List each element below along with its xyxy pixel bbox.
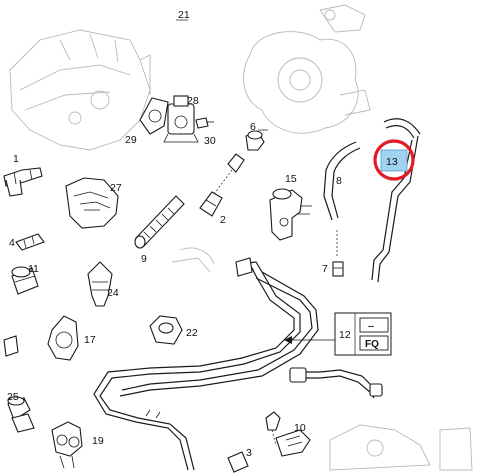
part-1-union — [3, 167, 43, 197]
part-15-connector — [269, 188, 312, 241]
callout-12: 12 — [339, 329, 351, 341]
part-3-fitting — [227, 451, 249, 473]
callout-30: 30 — [204, 135, 216, 147]
part-7-fitting — [332, 230, 344, 277]
bracket-outline — [329, 424, 473, 471]
engine-block-outline — [9, 29, 151, 151]
callout-1: 1 — [13, 153, 19, 165]
highlight-circle — [373, 139, 415, 181]
part-13-badge — [380, 149, 408, 172]
pump-housing-outline — [243, 4, 371, 134]
part-13-highlight: 13 — [373, 139, 415, 181]
part-28-bracket — [163, 95, 199, 143]
callout-27: 27 — [110, 182, 122, 194]
callout-15: 15 — [285, 173, 297, 185]
part-8-hose — [323, 141, 361, 221]
part-30-bolt — [195, 117, 214, 129]
part-22-nut — [149, 315, 183, 345]
callout-22: 22 — [186, 327, 198, 339]
callout-4: 4 — [9, 237, 15, 249]
part-24-damper — [87, 261, 113, 307]
callout-13: 13 — [386, 156, 398, 168]
callout-6: 6 — [250, 121, 256, 133]
part-19-clip — [51, 421, 83, 469]
callout-7: 7 — [322, 263, 328, 275]
callout-24: 24 — [107, 287, 119, 299]
callout-11: 11 — [28, 263, 39, 275]
callout-8: 8 — [336, 175, 342, 187]
part-left-ring — [3, 335, 19, 357]
callout-28: 28 — [187, 95, 199, 107]
hose-sketch — [171, 247, 215, 273]
part-4-connector — [15, 233, 45, 251]
part-2-coupling — [199, 153, 245, 217]
part-10-sensor — [265, 411, 311, 457]
callout-17: 17 — [84, 334, 96, 346]
callout-19: 19 — [92, 435, 104, 447]
callout-2: 2 — [220, 214, 226, 226]
fuel-pipe-assembly — [93, 257, 383, 471]
callout-21: 21 — [178, 9, 190, 21]
code-top: -- — [368, 321, 374, 331]
part-12-callout: 12 -- FQ — [284, 312, 392, 356]
callout-3: 3 — [246, 447, 252, 459]
part-13-hose — [371, 118, 421, 283]
callout-25: 25 — [7, 391, 19, 403]
part-25-fitting — [7, 396, 35, 433]
callout-9: 9 — [141, 253, 147, 265]
part-17-clamp — [47, 315, 79, 361]
callout-29: 29 — [125, 134, 137, 146]
callout-10: 10 — [294, 422, 306, 434]
part-29-gasket — [139, 97, 169, 135]
part-9-hose — [134, 195, 185, 249]
part-11-union — [11, 266, 39, 295]
part-27-clip — [65, 177, 119, 229]
part-6-valve — [245, 130, 265, 151]
code-bottom: FQ — [365, 339, 379, 350]
